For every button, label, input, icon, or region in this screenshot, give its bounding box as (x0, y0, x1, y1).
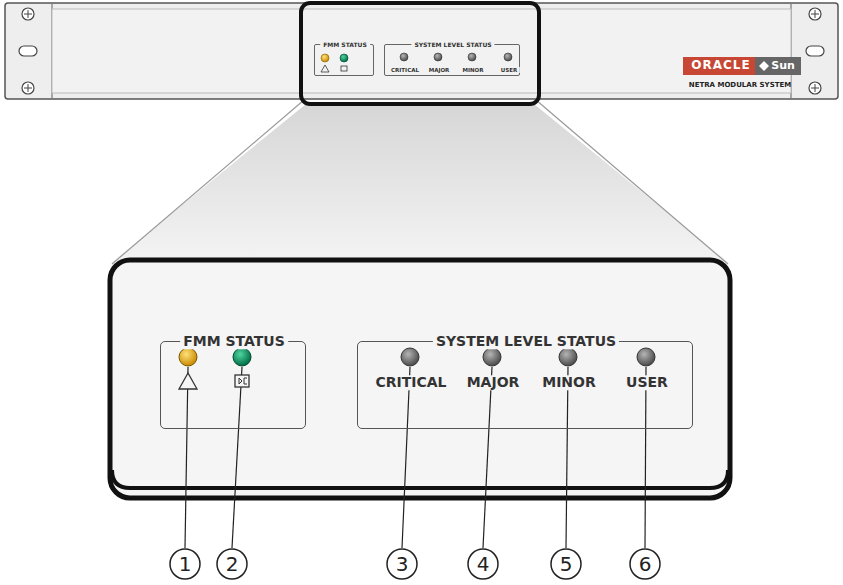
group-heading: Sun (771, 60, 795, 72)
led-label: CRITICAL (372, 375, 449, 390)
zoom-wedge (112, 104, 728, 262)
led-label: MAJOR (426, 67, 453, 73)
led-label: USER (498, 67, 520, 73)
product-name: NETRA MODULAR SYSTEM (689, 82, 791, 90)
callout-circles (170, 549, 660, 579)
status-group: SYSTEM LEVEL STATUSCRITICALMAJORMINORUSE… (357, 341, 693, 429)
zoom-line (536, 100, 728, 264)
led-label: USER (623, 375, 671, 390)
rack-panel (5, 3, 838, 99)
led-label: MINOR (459, 67, 486, 73)
led-label: MAJOR (464, 375, 523, 390)
brand-logo: ORACLE (683, 57, 759, 75)
enlarged-panel (110, 260, 730, 498)
callout-number: 4 (477, 553, 490, 575)
status-group: FMM STATUS (160, 341, 306, 429)
leader-lines (185, 367, 646, 548)
callout-number: 3 (396, 553, 409, 575)
zoom-line (112, 100, 304, 264)
callout-number: 6 (639, 553, 652, 575)
group-heading: FMM STATUS (180, 334, 288, 349)
status-group-small: SYSTEM LEVEL STATUS CRITICAL MAJOR MINOR USE… (384, 44, 520, 76)
group-heading: SYSTEM LEVEL STATUS (411, 42, 494, 49)
zoom-frame (301, 3, 539, 104)
status-group-small: FMM STATUS (314, 44, 374, 76)
panel-edge (112, 470, 728, 488)
led-label: MINOR (539, 375, 599, 390)
status-leds (179, 348, 655, 366)
callout-number: 5 (560, 553, 573, 575)
status-icons (179, 373, 249, 389)
callout-number: 1 (179, 553, 192, 575)
callout-number: 2 (226, 553, 239, 575)
group-heading: SYSTEM LEVEL STATUS (433, 334, 619, 349)
sun-diamond (759, 61, 769, 71)
group-heading: FMM STATUS (320, 42, 370, 49)
group-heading: ORACLE (691, 59, 750, 72)
led-label: CRITICAL (388, 67, 422, 73)
brand-logo: Sun (755, 57, 801, 75)
